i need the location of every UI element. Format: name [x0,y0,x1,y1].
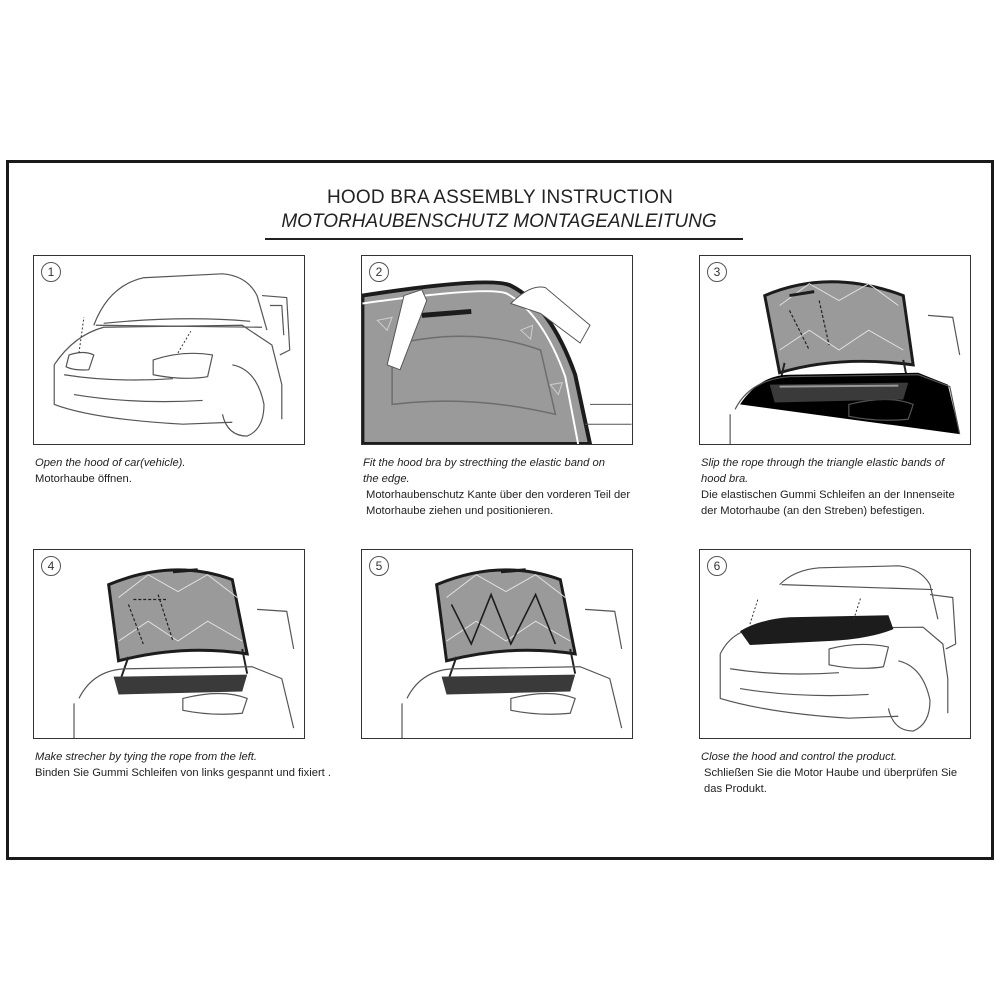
caption-english: Fit the hood bra by strecthing the elast… [363,457,605,469]
hood-bra-tie-rope-icon [73,568,295,738]
caption-english: Slip the rope through the triangle elast… [701,457,945,469]
step-number-badge: 1 [41,262,61,282]
step-3-illustration: 3 [699,255,971,445]
hood-bra-edge-stretch-icon [362,280,632,444]
step-number-badge: 4 [41,556,61,576]
caption-german: Motorhaube ziehen und positionieren. [366,505,554,517]
page-subtitle: MOTORHAUBENSCHUTZ MONTAGEANLEITUNG [281,211,717,232]
caption-english: Close the hood and control the product. [701,751,897,763]
caption-german: Motorhaube öffnen. [35,473,132,485]
step-number-badge: 5 [369,556,389,576]
caption-english: Open the hood of car(vehicle). [35,457,186,469]
car-hood-closed-with-bra-icon [719,565,957,732]
step-1-caption: Open the hood of car(vehicle). Motorhaub… [35,455,335,487]
step-4-illustration: 4 [33,549,305,739]
hood-bra-triangle-bands-icon [729,280,961,444]
step-2-caption: Fit the hood bra by strecthing the elast… [363,455,663,519]
step-2-illustration: 2 [361,255,633,445]
title-underline [265,238,743,240]
step-number-badge: 2 [369,262,389,282]
step-number-badge: 3 [707,262,727,282]
car-front-hood-open-icon [53,273,291,437]
caption-english: Make strecher by tying the rope from the… [35,751,257,763]
step-1-illustration: 1 [33,255,305,445]
step-number-badge: 6 [707,556,727,576]
caption-german: Die elastischen Gummi Schleifen an der I… [701,489,955,501]
caption-english: hood bra. [701,473,749,485]
caption-german: Schließen Sie die Motor Haube und überpr… [704,767,958,779]
step-5-illustration: 5 [361,549,633,739]
hood-bra-stretcher-fixed-icon [401,568,623,738]
page-title: HOOD BRA ASSEMBLY INSTRUCTION [326,187,674,208]
caption-german: Binden Sie Gummi Schleifen von links ges… [35,767,332,779]
instruction-sheet: HOOD BRA ASSEMBLY INSTRUCTION MOTORHAUBE… [6,160,994,860]
caption-german: das Produkt. [704,783,767,795]
step-6-illustration: 6 [699,549,971,739]
caption-german: Motorhaubenschutz Kante über den vordere… [366,489,631,501]
step-4-caption: Make strecher by tying the rope from the… [35,749,365,781]
caption-english: the edge. [363,473,410,485]
caption-german: der Motorhaube (an den Streben) befestig… [701,505,925,517]
step-6-caption: Close the hood and control the product. … [701,749,1000,797]
step-3-caption: Slip the rope through the triangle elast… [701,455,1000,519]
